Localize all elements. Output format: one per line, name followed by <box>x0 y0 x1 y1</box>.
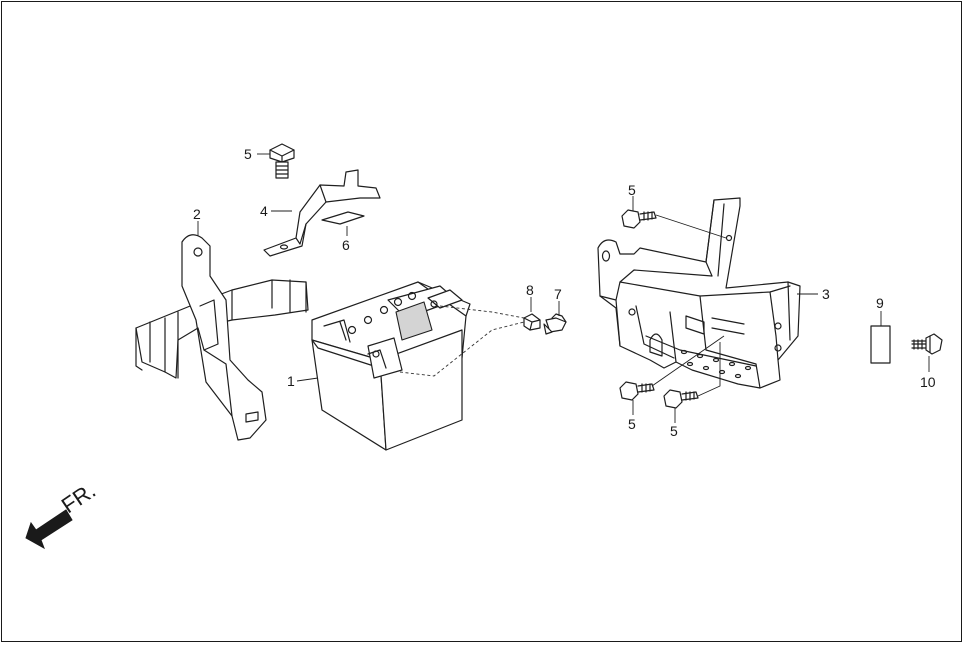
callout-5-tray-right: 5 <box>670 423 678 439</box>
callout-4: 4 <box>260 203 268 219</box>
bolt-tray-left-icon <box>619 381 655 401</box>
terminal-bolt-icon <box>543 313 567 335</box>
fuse <box>870 325 891 364</box>
rubber-pad <box>321 211 365 225</box>
callout-2: 2 <box>193 206 201 222</box>
callout-9: 9 <box>876 295 884 311</box>
bolt-tray-right-icon <box>663 389 699 409</box>
callout-6: 6 <box>342 237 350 253</box>
callout-5-top: 5 <box>244 146 252 162</box>
hold-down-bracket <box>263 169 381 257</box>
callout-10: 10 <box>920 374 936 390</box>
bolt-top-icon <box>269 143 295 179</box>
bolt-tray-top-icon <box>621 209 657 229</box>
callout-8: 8 <box>526 282 534 298</box>
callout-5-tray-left: 5 <box>628 416 636 432</box>
callout-5-tray-top: 5 <box>628 182 636 198</box>
battery-tray <box>597 197 801 389</box>
front-direction-indicator: FR. <box>25 478 100 550</box>
bolt-side-icon <box>911 333 943 355</box>
front-arrow-icon <box>25 509 73 550</box>
battery <box>311 281 525 451</box>
callout-1: 1 <box>287 373 295 389</box>
callout-7: 7 <box>554 286 562 302</box>
battery-band <box>135 234 309 441</box>
leader-lines <box>197 153 930 423</box>
terminal-nut-icon <box>523 313 541 331</box>
callout-3: 3 <box>822 286 830 302</box>
callout-labels: 5 2 4 6 1 8 7 5 3 9 10 5 5 <box>193 146 936 439</box>
